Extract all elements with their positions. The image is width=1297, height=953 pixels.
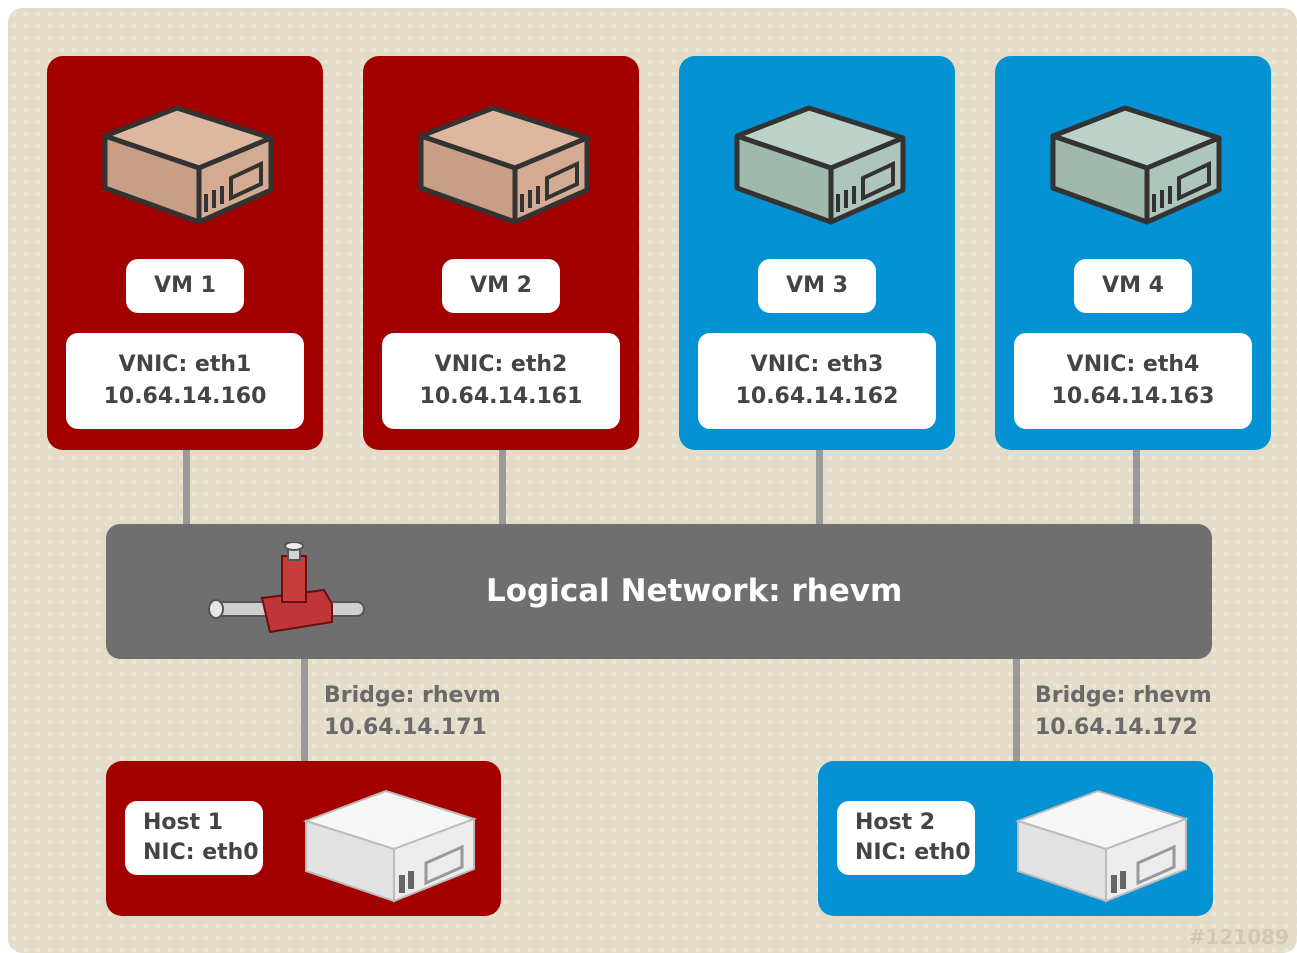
vnic-label: VNIC: eth4 xyxy=(1066,352,1200,377)
vm-card-3: VM 3 VNIC: eth3 10.64.14.162 xyxy=(679,56,955,450)
host-name: Host 1 xyxy=(143,810,224,835)
vm-card-4: VM 4 VNIC: eth4 10.64.14.163 xyxy=(995,56,1271,450)
vnic-info: VNIC: eth2 10.64.14.161 xyxy=(382,333,620,429)
server-icon xyxy=(418,105,590,225)
figure-id-watermark: #121089 xyxy=(1188,925,1289,949)
vnic-label: VNIC: eth3 xyxy=(750,352,884,377)
connector-vm3 xyxy=(816,442,823,526)
vm-name: VM 4 xyxy=(1074,259,1192,313)
diagram-canvas: VM 1 VNIC: eth1 10.64.14.160 VM 2 VNIC: … xyxy=(8,8,1297,953)
host-server-icon xyxy=(302,789,478,903)
vnic-label: VNIC: eth2 xyxy=(434,352,568,377)
vm-card-1: VM 1 VNIC: eth1 10.64.14.160 xyxy=(47,56,323,450)
connector-vm2 xyxy=(499,442,506,526)
host-label: Host 1 NIC: eth0 xyxy=(125,801,263,875)
host-name: Host 2 xyxy=(855,810,936,835)
server-icon xyxy=(734,105,906,225)
host-nic: NIC: eth0 xyxy=(855,840,971,865)
vnic-label: VNIC: eth1 xyxy=(118,352,252,377)
vm-name: VM 1 xyxy=(126,259,244,313)
bridge-ip: 10.64.14.171 xyxy=(324,715,487,740)
host-nic: NIC: eth0 xyxy=(143,840,259,865)
vnic-ip: 10.64.14.161 xyxy=(419,384,583,409)
bridge-info-2: Bridge: rhevm 10.64.14.172 xyxy=(1035,680,1212,744)
network-tap-icon xyxy=(208,542,365,634)
vm-name: VM 3 xyxy=(758,259,876,313)
vnic-ip: 10.64.14.162 xyxy=(735,384,899,409)
vm-card-2: VM 2 VNIC: eth2 10.64.14.161 xyxy=(363,56,639,450)
bridge-name: Bridge: rhevm xyxy=(1035,683,1212,708)
server-icon xyxy=(1050,105,1222,225)
bridge-ip: 10.64.14.172 xyxy=(1035,715,1198,740)
connector-host1 xyxy=(301,658,308,763)
vnic-info: VNIC: eth4 10.64.14.163 xyxy=(1014,333,1252,429)
vnic-ip: 10.64.14.163 xyxy=(1051,384,1215,409)
vm-name: VM 2 xyxy=(442,259,560,313)
host-card-2: Host 2 NIC: eth0 xyxy=(818,761,1213,916)
connector-vm4 xyxy=(1133,442,1140,526)
vnic-info: VNIC: eth3 10.64.14.162 xyxy=(698,333,936,429)
network-label: Logical Network: rhevm xyxy=(486,573,903,609)
server-icon xyxy=(102,105,274,225)
logical-network-bar: Logical Network: rhevm xyxy=(106,524,1212,659)
host-card-1: Host 1 NIC: eth0 xyxy=(106,761,501,916)
connector-vm1 xyxy=(183,442,190,526)
vnic-ip: 10.64.14.160 xyxy=(103,384,267,409)
connector-host2 xyxy=(1013,658,1020,763)
host-label: Host 2 NIC: eth0 xyxy=(837,801,975,875)
bridge-name: Bridge: rhevm xyxy=(324,683,501,708)
bridge-info-1: Bridge: rhevm 10.64.14.171 xyxy=(324,680,501,744)
vnic-info: VNIC: eth1 10.64.14.160 xyxy=(66,333,304,429)
host-server-icon xyxy=(1014,789,1190,903)
